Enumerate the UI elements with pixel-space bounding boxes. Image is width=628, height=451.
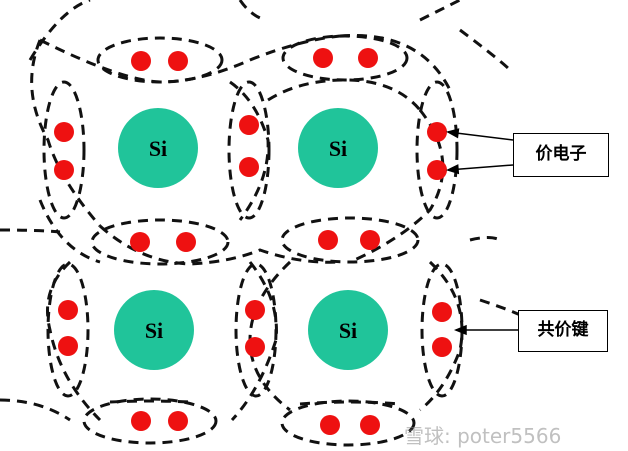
callout-arrow-line (447, 131, 514, 141)
lattice-boundary-arc (419, 0, 461, 22)
valence-electron (168, 411, 188, 431)
covalent-bond-shell (280, 216, 420, 264)
lattice-boundary-arc (479, 298, 521, 317)
silicon-atom (118, 108, 198, 188)
valence-electron (58, 336, 78, 356)
lattice-boundary-arc (459, 28, 512, 72)
lattice-boundary-arc (238, 0, 266, 22)
lattice-boundary-arc (30, 39, 102, 227)
lattice-boundary-arc (46, 260, 102, 422)
lattice-boundary-arc (267, 78, 422, 111)
lattice-boundary-arc (98, 224, 341, 266)
silicon-atom-label: Si (339, 318, 357, 343)
lattice-boundary-arc (339, 33, 452, 91)
covalent-bond-label: 共价键 (537, 320, 589, 340)
covalent-bond-shell (234, 262, 278, 398)
valence-electron (313, 48, 333, 68)
lattice-boundary-arc (0, 398, 71, 422)
lattice-boundary-arc (109, 399, 191, 404)
valence-electron (168, 51, 188, 71)
covalent-bond-shell (46, 262, 90, 398)
valence-electron (427, 160, 447, 180)
lattice-boundary-arc (0, 228, 61, 234)
covalent-bond-shell (90, 218, 230, 266)
valence-electron-callout: 价电子 (513, 133, 609, 177)
callout-arrowhead (445, 164, 460, 175)
callout-arrow-line (447, 164, 514, 171)
callout-arrowhead (445, 128, 460, 139)
valence-electron (131, 411, 151, 431)
callout-arrowhead (453, 324, 467, 336)
valence-electron (176, 232, 196, 252)
lattice-boundary-arc (299, 400, 401, 406)
valence-electron (432, 337, 452, 357)
valence-electron (427, 122, 447, 142)
valence-electron (360, 230, 380, 250)
lattice-boundary-arc (349, 109, 445, 264)
valence-electron (131, 51, 151, 71)
valence-electron (245, 337, 265, 357)
valence-electron (239, 157, 259, 177)
silicon-atom (114, 290, 194, 370)
covalent-bond-shell (227, 80, 271, 220)
valence-electron (239, 115, 259, 135)
covalent-bond-callout: 共价键 (518, 310, 608, 352)
valence-electron (130, 232, 150, 252)
valence-electron (432, 302, 452, 322)
covalent-bond-shell (280, 399, 416, 447)
valence-electron (54, 160, 74, 180)
silicon-atom-label: Si (145, 318, 163, 343)
valence-electron (360, 415, 380, 435)
valence-electron (358, 48, 378, 68)
silicon-atom (308, 290, 388, 370)
silicon-atom-label: Si (329, 136, 347, 161)
watermark: 雪球: poter5566 (404, 424, 562, 448)
lattice-boundary-arc (229, 80, 270, 221)
valence-electron-label: 价电子 (535, 144, 587, 164)
valence-electron (245, 300, 265, 320)
covalent-bond-shell (42, 80, 86, 220)
valence-electron (58, 300, 78, 320)
silicon-atom-label: Si (149, 136, 167, 161)
valence-electron (54, 122, 74, 142)
lattice-boundary-arc (469, 236, 501, 242)
covalent-bond-shell (82, 397, 218, 445)
lattice-boundary-arc (39, 34, 341, 84)
covalent-bond-shell (415, 80, 459, 220)
valence-electron (318, 230, 338, 250)
silicon-atom (298, 108, 378, 188)
lattice-boundary-arc (38, 199, 101, 264)
valence-electron (320, 415, 340, 435)
